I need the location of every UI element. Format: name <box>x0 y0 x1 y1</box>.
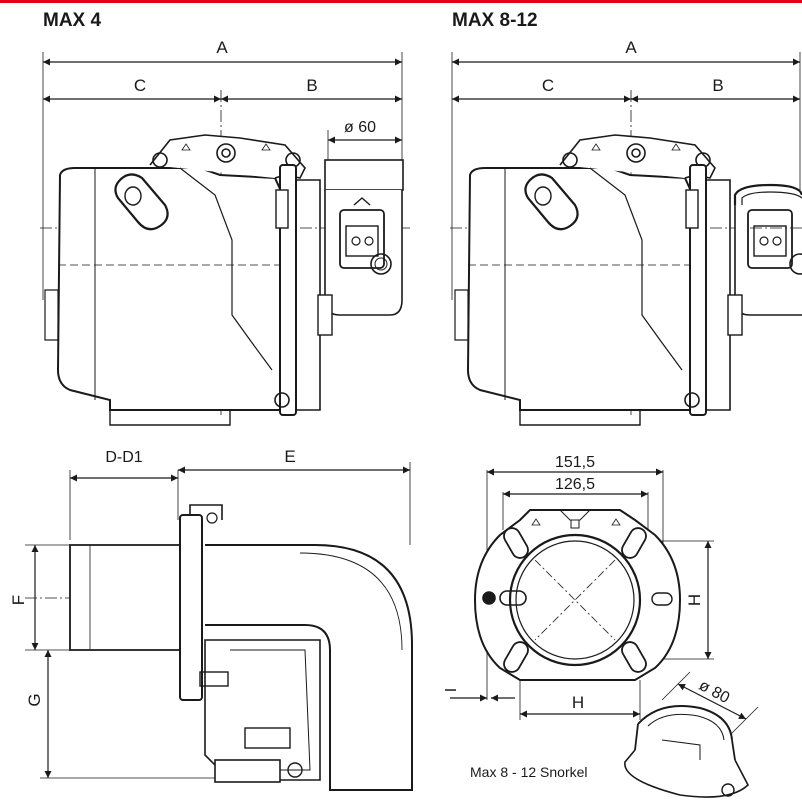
accent-bar <box>0 0 802 3</box>
dim-B-right: B <box>712 76 723 95</box>
dim-151-5: 151,5 <box>555 454 595 471</box>
blast-tube-dimensions <box>31 466 410 778</box>
dim-126-5: 126,5 <box>555 476 595 493</box>
dim-D-D1: D-D1 <box>105 449 142 466</box>
dim-H-vertical: H <box>685 594 704 606</box>
dim-d60: ø 60 <box>344 119 376 136</box>
flange-dimensions <box>450 468 712 718</box>
dim-I: I <box>443 688 460 692</box>
max8-12-dimensions <box>452 58 800 103</box>
dim-C-left: C <box>134 76 146 95</box>
dim-A-right: A <box>625 38 637 57</box>
snorkel-dimension <box>677 683 747 720</box>
snorkel-detail <box>624 671 759 798</box>
max8-12-side-view <box>450 52 802 426</box>
max4-dimensions <box>43 58 402 144</box>
title-max4: MAX 4 <box>43 10 102 31</box>
dim-G: G <box>25 693 44 706</box>
title-max8-12: MAX 8-12 <box>452 10 538 31</box>
flange-front-view <box>473 470 714 720</box>
max4-side-view <box>40 52 410 426</box>
snorkel-caption: Max 8 - 12 Snorkel <box>470 764 588 780</box>
dim-E: E <box>284 447 295 466</box>
dim-A-left: A <box>216 38 228 57</box>
dim-C-right: C <box>542 76 554 95</box>
dim-H-horizontal: H <box>572 693 584 712</box>
dim-B-left: B <box>306 76 317 95</box>
dim-F: F <box>9 595 28 605</box>
blast-tube-side-view <box>25 462 413 791</box>
